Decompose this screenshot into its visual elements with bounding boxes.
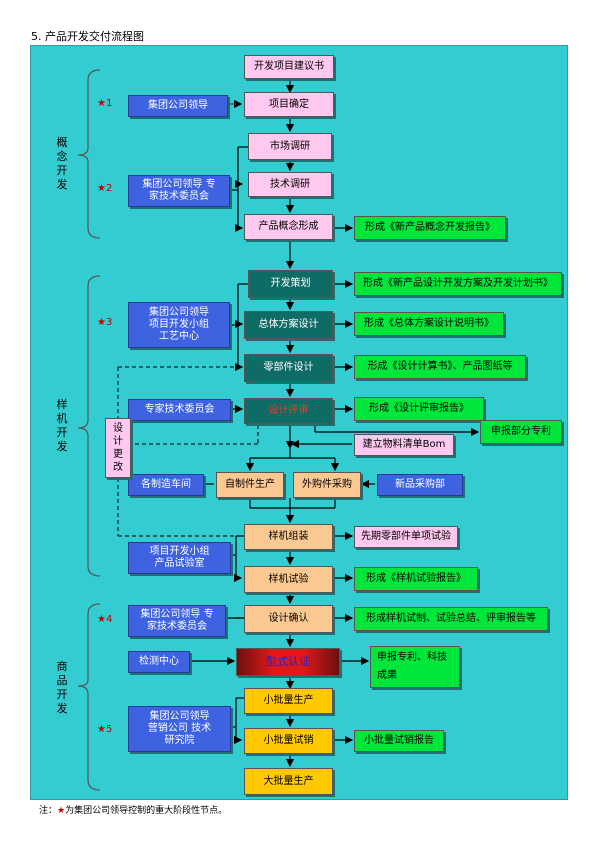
footnote: 注：★为集团公司领导控制的重大阶段性节点。 xyxy=(39,803,227,816)
output-overall-doc: 形成《总体方案设计说明书》 xyxy=(354,312,504,336)
flow-test: 样机试验 xyxy=(244,566,333,593)
output-calc-doc: 形成《设计计算书》、产品图纸等 xyxy=(354,355,526,379)
design-change-box: 设计更改 xyxy=(105,418,131,478)
flow-selfmade: 自制件生产 xyxy=(216,472,284,498)
output-parts-test: 先期零部件单项试验 xyxy=(354,526,458,548)
flow-confirm: 项目确定 xyxy=(244,92,334,117)
output-patent-part: 申报部分专利 xyxy=(480,420,562,444)
milestone-5-marker: ★5 xyxy=(97,724,113,735)
footnote-text: 为集团公司领导控制的重大阶段性节点。 xyxy=(65,806,228,816)
flow-market: 市场调研 xyxy=(248,133,332,160)
flow-design-confirm: 设计确认 xyxy=(244,605,333,633)
output-dev-plan: 形成《新产品设计开发方案及开发计划书》 xyxy=(354,272,562,296)
milestone-3-marker: ★3 xyxy=(97,317,113,328)
output-concept-report: 形成《新产品概念开发报告》 xyxy=(354,216,506,240)
role-leader: 集团公司领导 xyxy=(128,95,228,117)
milestone-1-marker: ★1 xyxy=(97,98,113,109)
flow-mass-prod: 大批量生产 xyxy=(244,768,333,795)
role-leader-experts-2: 集团公司领导 专家技术委员会 xyxy=(128,605,226,637)
footnote-star-icon: ★ xyxy=(57,806,66,816)
role-dev-group: 集团公司领导 项目开发小组 工艺中心 xyxy=(128,302,230,348)
milestone-2-marker: ★2 xyxy=(97,183,113,194)
stage-prototype-label: 样机开发 xyxy=(56,398,68,453)
flow-small-prod: 小批量生产 xyxy=(244,688,333,714)
flow-tech: 技术调研 xyxy=(248,172,332,197)
output-bom: 建立物料清单Bom xyxy=(354,434,454,456)
output-test-report: 形成《样机试验报告》 xyxy=(354,567,478,591)
flow-purchased: 外购件采购 xyxy=(293,472,361,498)
flow-parts: 零部件设计 xyxy=(244,354,333,382)
output-patent-result: 申报专利、科技成果 xyxy=(370,646,460,688)
role-workshop: 各制造车间 xyxy=(128,474,204,496)
output-small-sale-report: 小批量试销报告 xyxy=(354,730,444,752)
role-experts: 专家技术委员会 xyxy=(128,399,231,421)
flow-review: 设计评审 xyxy=(244,398,333,424)
page-title: 5. 产品开发交付流程图 xyxy=(31,30,144,43)
role-marketing: 集团公司领导 营销公司 技术研究院 xyxy=(128,706,231,752)
flow-proposal: 开发项目建议书 xyxy=(244,55,334,79)
output-review-report: 形成《设计评审报告》 xyxy=(354,397,484,421)
role-test-center: 检测中心 xyxy=(128,651,190,673)
flow-concept: 产品概念形成 xyxy=(244,214,333,240)
flow-assembly: 样机组装 xyxy=(244,524,333,550)
flow-small-sale: 小批量试销 xyxy=(244,728,333,754)
output-new-purchase: 新品采购部 xyxy=(377,474,463,496)
stage-concept-label: 概念开发 xyxy=(56,136,68,191)
flow-overall: 总体方案设计 xyxy=(244,311,333,339)
footnote-prefix: 注： xyxy=(39,806,58,816)
flow-planning: 开发策划 xyxy=(248,270,333,298)
flow-type-cert: 型式认证 xyxy=(236,648,340,676)
role-lab: 项目开发小组 产品试验室 xyxy=(128,542,231,574)
milestone-4-marker: ★4 xyxy=(97,614,113,625)
role-leader-experts: 集团公司领导 专家技术委员会 xyxy=(128,175,230,207)
stage-commercial-label: 商品开发 xyxy=(56,660,68,715)
output-trial-summary: 形成样机试制、试验总结、评审报告等 xyxy=(354,607,548,631)
